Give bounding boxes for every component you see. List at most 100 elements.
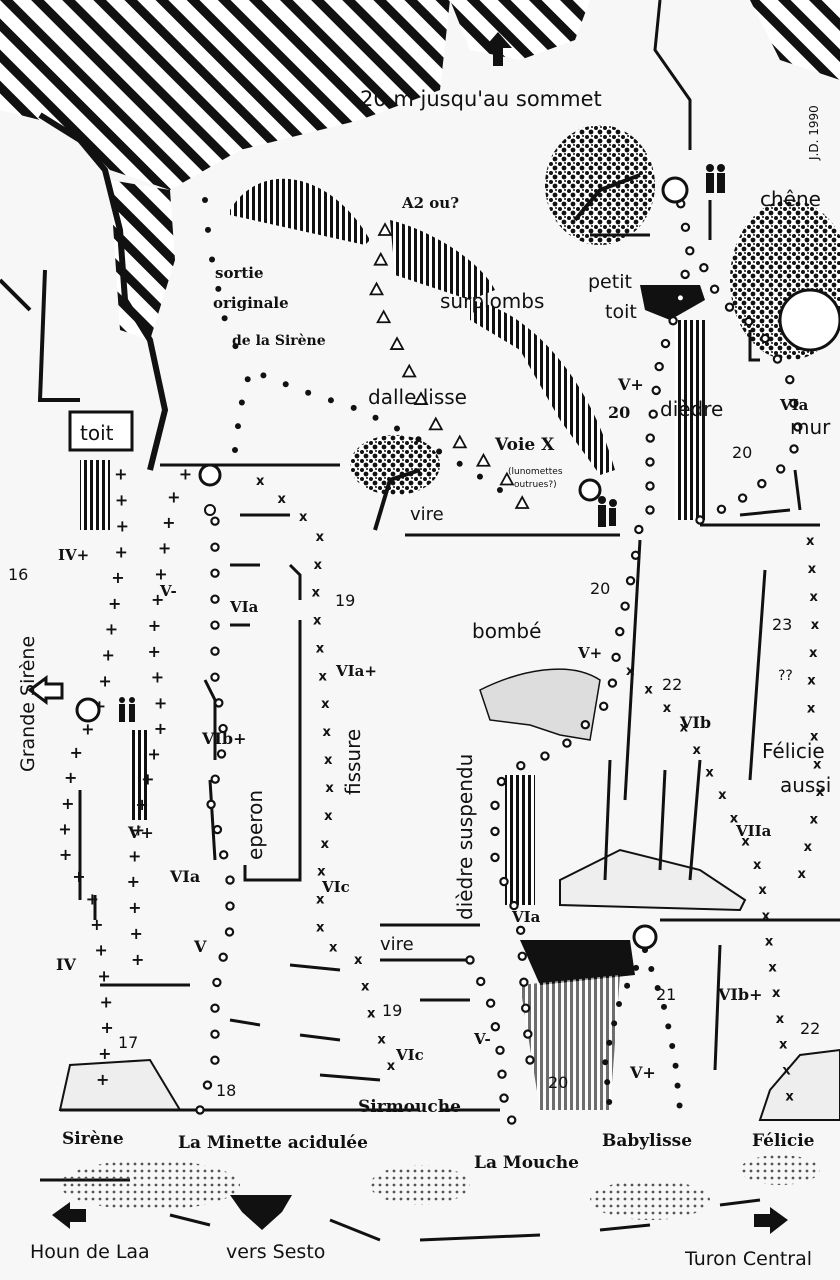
route-triangle-mark	[368, 281, 385, 296]
route-x-mark: x	[316, 641, 325, 656]
route-x-mark: x	[361, 979, 370, 994]
route-x-mark: x	[810, 729, 819, 744]
route-cross-mark: +	[70, 743, 83, 762]
route-cross-mark: +	[116, 516, 129, 535]
route-dot-mark	[232, 447, 238, 453]
climber-figures-icon	[119, 164, 725, 722]
label-de-la-sirene: de la Sirène	[232, 333, 326, 349]
route-ring-mark	[210, 1003, 220, 1013]
grade-label: VIa	[511, 908, 541, 926]
ledges	[40, 200, 840, 1242]
upper-mid-hatched-rock	[450, 0, 590, 60]
ground-stipple	[60, 1155, 820, 1220]
route-ring-mark	[654, 361, 664, 372]
route-a2-triangles	[368, 222, 530, 509]
route-x-mark: x	[312, 586, 321, 601]
grade-labels: V+ 20 VIa 20 16 IV+ V- VIa 19 VIa+ 20 V+…	[8, 375, 820, 1100]
route-ring-mark	[724, 302, 735, 312]
route-cross-mark: +	[72, 867, 85, 886]
route-x-mark: x	[785, 1089, 794, 1104]
route-sortie-left-dots	[202, 197, 239, 350]
route-ring-mark	[225, 875, 235, 885]
route-dot-mark	[327, 397, 334, 404]
route-cross-mark: +	[100, 992, 113, 1011]
route-x-mark: x	[753, 858, 762, 873]
route-x-mark: x	[316, 892, 325, 907]
route-dot-mark	[202, 197, 208, 203]
route-x-mark: x	[321, 837, 330, 852]
route-ring-mark	[607, 678, 618, 688]
route-triangle-mark	[428, 416, 444, 431]
grade-label: V-	[473, 1030, 491, 1048]
route-x-mark: x	[813, 757, 822, 772]
route-triangle-mark	[401, 363, 417, 378]
route-x-mark: x	[324, 809, 333, 824]
route-x-mark: x	[779, 1038, 788, 1053]
route-ring-mark	[648, 409, 658, 419]
route-dot-mark	[665, 1023, 672, 1030]
route-ring-mark	[580, 719, 591, 730]
route-ring-mark	[497, 1069, 507, 1079]
route-cross-mark: +	[148, 616, 161, 635]
route-x-mark: x	[705, 765, 714, 780]
route-triangle-mark	[413, 391, 429, 405]
navigation: Houn de Laa vers Sesto Turon Central	[30, 1241, 812, 1270]
route-cross-mark: +	[167, 488, 180, 507]
grade-label: VIa	[169, 867, 200, 886]
route-ring-mark	[210, 516, 220, 526]
label-felicie-aussi-1: Félicie	[762, 739, 825, 763]
route-dot-mark	[660, 1003, 667, 1010]
route-ring-mark	[520, 1003, 531, 1013]
arrow-left-outline-icon	[27, 675, 64, 705]
route-ring-mark	[645, 457, 655, 467]
route-dot-mark	[215, 285, 222, 292]
grade-label: 20	[590, 579, 610, 598]
route-ring-mark	[517, 951, 527, 961]
route-ring-mark	[465, 955, 475, 965]
route-cross-mark: +	[147, 744, 160, 763]
grade-label: VIb	[679, 713, 711, 732]
route-cross-mark: +	[111, 568, 124, 587]
route-x-mark: x	[809, 646, 818, 661]
grade-label: VIc	[395, 1046, 424, 1064]
route-ring-mark	[757, 478, 767, 489]
route-babylisse-dots-2	[642, 947, 683, 1109]
route-cross-mark: +	[59, 845, 72, 864]
route-dot-mark	[221, 315, 228, 322]
route-cross-mark: +	[90, 915, 103, 934]
route-x-mark: x	[316, 920, 325, 935]
route-x-mark: x	[808, 562, 817, 577]
route-ring-mark	[214, 698, 224, 708]
route-cross-mark: +	[147, 642, 160, 661]
route-ring-mark	[218, 952, 228, 962]
route-dot-mark	[602, 1059, 609, 1066]
route-ring-mark	[695, 515, 705, 525]
route-ring-mark	[495, 1045, 505, 1055]
route-names: Grande Sirène Sirène La Minette acidulée…	[17, 636, 815, 1173]
label-chene: chêne	[760, 187, 821, 211]
overhang-lower	[479, 668, 601, 741]
route-ring-mark	[699, 263, 709, 273]
route-x-mark: x	[762, 909, 771, 924]
belay-ring-icon	[661, 176, 689, 204]
route-cross-mark: +	[58, 820, 71, 839]
route-x-mark: x	[329, 940, 338, 955]
label-diedre: dièdre	[660, 397, 723, 421]
route-cross-mark: +	[97, 966, 110, 985]
route-dot-mark	[633, 964, 640, 971]
route-x-mark: x	[256, 474, 265, 489]
route-x-mark: x	[663, 701, 672, 716]
mouche-wall	[520, 975, 620, 1110]
route-dot-mark	[305, 389, 312, 396]
route-x-mark: x	[278, 492, 287, 507]
route-x-mark: x	[798, 867, 807, 882]
route-x-mark: x	[772, 986, 781, 1001]
belay-ring-icon	[198, 463, 222, 487]
route-triangle-mark	[452, 434, 468, 449]
grade-label: VIIa	[735, 822, 772, 840]
route-ring-mark	[519, 977, 529, 987]
route-ring-mark	[562, 738, 572, 748]
route-x-mark: x	[807, 674, 816, 689]
route-ring-mark	[625, 576, 636, 586]
route-cross-mark: +	[128, 898, 141, 917]
